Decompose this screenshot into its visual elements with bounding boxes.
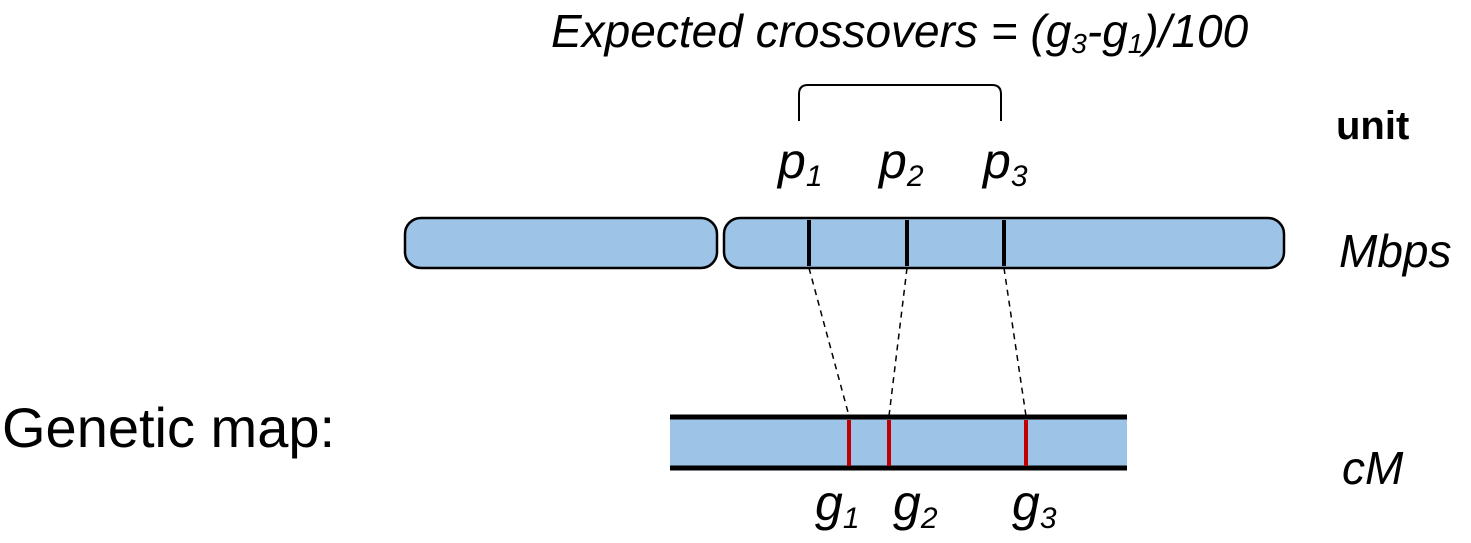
genetic-marker-label-g3: g3 — [1012, 475, 1057, 535]
genetic-map-bar — [670, 418, 1127, 468]
unit-column-header: unit — [1336, 104, 1410, 148]
expected-crossovers-formula: Expected crossovers = (g3-g1)/100 — [551, 5, 1249, 59]
mapping-line-2 — [888, 267, 908, 417]
formula-bracket — [798, 84, 1002, 121]
unit-mbps: Mbps — [1339, 225, 1452, 277]
mapping-line-3 — [1003, 267, 1027, 417]
genetic-marker-label-g2: g2 — [893, 475, 938, 535]
physical-marker-label-p1: p1 — [778, 133, 823, 193]
physical-marker-label-p3: p3 — [983, 133, 1028, 193]
chromosome-left-arm — [403, 216, 719, 270]
unit-cm: cM — [1342, 442, 1404, 494]
physical-marker-label-p2: p2 — [879, 133, 924, 193]
genetic-marker-label-g1: g1 — [815, 475, 860, 535]
genetic-map-label: Genetic map: — [2, 396, 336, 459]
mapping-line-1 — [808, 267, 850, 417]
